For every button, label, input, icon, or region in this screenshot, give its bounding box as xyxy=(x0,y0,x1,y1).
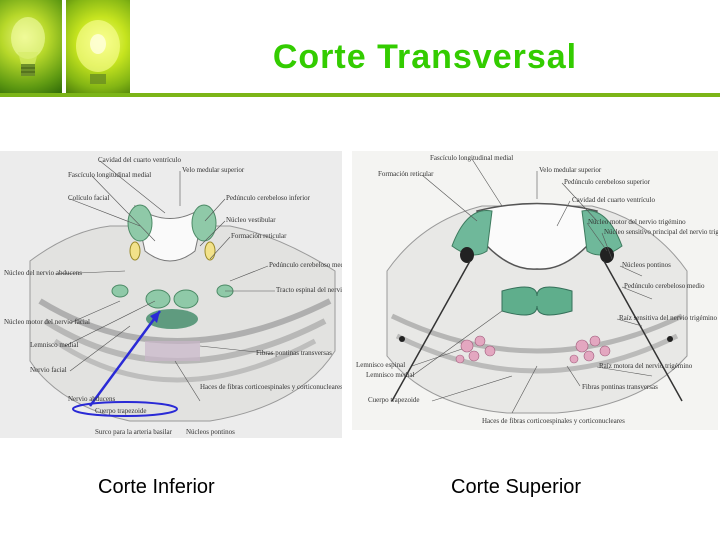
label-cavidad-cuarto-ventriculo: Cavidad del cuarto ventrículo xyxy=(98,156,181,164)
label-fasciculo-longitudinal-medial: Fascículo longitudinal medial xyxy=(68,171,151,179)
label-surco-arteria-basilar: Surco para la arteria basilar xyxy=(95,428,173,436)
pons-superior-section-figure: Fascículo longitudinal medial Velo medul… xyxy=(352,151,718,430)
label-haces-corticoespinales-sup: Haces de fibras corticoespinales y corti… xyxy=(482,417,625,425)
header-accent-band xyxy=(0,93,720,97)
label-nucleo-vestibular: Núcleo vestibular xyxy=(226,216,276,224)
label-formacion-reticular-sup: Formación reticular xyxy=(378,170,434,178)
label-lemnisco-espinal: Lemnisco espinal xyxy=(356,361,405,369)
label-pedunculo-cerebeloso-medio: Pedúnculo cerebeloso medio xyxy=(269,261,342,269)
label-nucleo-motor-trigemino: Núcleo motor del nervio trigémino xyxy=(588,218,686,226)
label-cuerpo-trapezoide-sup: Cuerpo trapezoide xyxy=(368,396,420,404)
slide-title: Corte Transversal xyxy=(272,38,578,76)
label-velo-medular-superior: Velo medular superior xyxy=(182,166,245,174)
label-nucleos-pontinos-sup: Núcleos pontinos xyxy=(622,261,671,269)
label-nervio-facial: Nervio facial xyxy=(30,366,67,374)
caption-corte-inferior: Corte Inferior xyxy=(98,476,215,498)
label-pedunculo-cerebeloso-inferior: Pedúnculo cerebeloso inferior xyxy=(226,194,311,202)
label-raiz-motora-trigemino: Raíz motora del nervio trigémino xyxy=(599,362,693,370)
label-pedunculo-cerebeloso-superior: Pedúnculo cerebeloso superior xyxy=(564,178,651,186)
pons-inferior-section-figure: Cavidad del cuarto ventrículo Velo medul… xyxy=(0,151,342,438)
lightbulb-image-1 xyxy=(0,0,62,93)
label-tracto-espinal-trigemino: Tracto espinal del nervio trigémino xyxy=(276,286,342,294)
label-nucleo-nervio-abducens: Núcleo del nervio abducens xyxy=(4,269,82,277)
lightbulb-image-2 xyxy=(66,0,130,93)
label-nucleos-pontinos: Núcleos pontinos xyxy=(186,428,235,436)
label-cuerpo-trapezoide: Cuerpo trapezoide xyxy=(95,407,147,415)
label-formacion-reticular: Formación reticular xyxy=(231,232,287,240)
label-coliculo-facial: Colículo facial xyxy=(68,194,109,202)
label-nucleo-motor-nervio-facial: Núcleo motor del nervio facial xyxy=(4,318,90,326)
label-lemnisco-medial: Lemnisco medial xyxy=(30,341,78,349)
label-fasciculo-longitudinal-medial-sup: Fascículo longitudinal medial xyxy=(430,154,513,162)
label-fibras-pontinas-transversas: Fibras pontinas transversas xyxy=(256,349,332,357)
caption-corte-superior: Corte Superior xyxy=(451,476,582,498)
label-velo-medular-superior-sup: Velo medular superior xyxy=(539,166,602,174)
header-banner: Corte Transversal xyxy=(0,0,720,97)
label-haces-corticoespinales: Haces de fibras corticoespinales y corti… xyxy=(200,383,342,391)
label-fibras-pontinas-transversas-sup: Fibras pontinas transversas xyxy=(582,383,658,391)
label-cavidad-cuarto-ventriculo-sup: Cavidad del cuarto ventrículo xyxy=(572,196,655,204)
label-lemnisco-medial-sup: Lemnisco medial xyxy=(366,371,414,379)
label-nucleo-sensitivo-trigemino: Núcleo sensitivo principal del nervio tr… xyxy=(604,228,718,236)
label-nervio-abducens: Nervio abducens xyxy=(68,395,116,403)
label-raiz-sensitiva-trigemino: Raíz sensitiva del nervio trigémino xyxy=(619,314,717,322)
label-pedunculo-cerebeloso-medio-sup: Pedúnculo cerebeloso medio xyxy=(624,282,705,290)
